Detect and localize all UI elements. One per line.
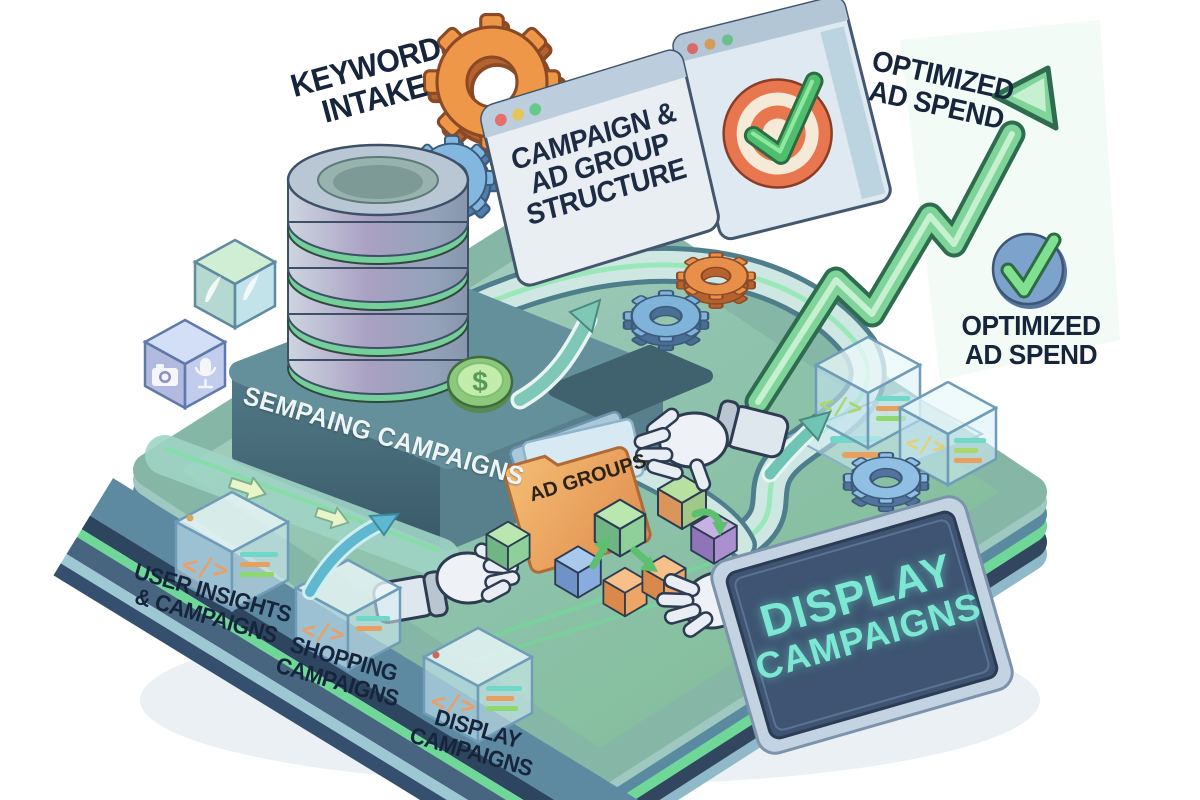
camera-icon <box>152 364 178 386</box>
flow-arrow-up-icon <box>761 410 832 483</box>
target-browser-window <box>672 0 892 241</box>
feather-cube-icon <box>192 238 278 331</box>
feather-icon <box>205 274 259 302</box>
ad-groups-folder <box>502 410 652 574</box>
sort-arrows-icon <box>589 508 728 572</box>
growth-arrow-icon <box>744 65 1059 416</box>
dollar-glyph: $ <box>472 366 488 397</box>
code-icon: </> <box>180 550 231 586</box>
display-campaigns-sign <box>710 495 1014 755</box>
campaign-structure-panel <box>480 49 720 287</box>
code-icon: </> <box>429 686 478 721</box>
code-cube-icon: </> <box>897 380 999 488</box>
flow-arrow-up-icon <box>510 298 602 410</box>
flow-arrow-curved-icon <box>302 512 400 600</box>
code-cube-icon: </> <box>173 490 291 613</box>
checkmark-icon <box>743 71 824 165</box>
optimized-ad-spend-right-label: OPTIMIZED AD SPEND <box>961 310 1101 370</box>
microphone-icon <box>194 358 217 389</box>
code-icon: </> <box>905 431 947 460</box>
code-cube-icon: </> <box>421 626 535 745</box>
dollar-coin-icon: $ <box>446 355 514 413</box>
code-icon: </> <box>300 615 347 649</box>
glow-backdrop <box>900 20 1120 380</box>
check-badge-icon <box>991 232 1067 309</box>
database-icon <box>286 143 470 403</box>
media-cube-icon <box>142 318 228 411</box>
